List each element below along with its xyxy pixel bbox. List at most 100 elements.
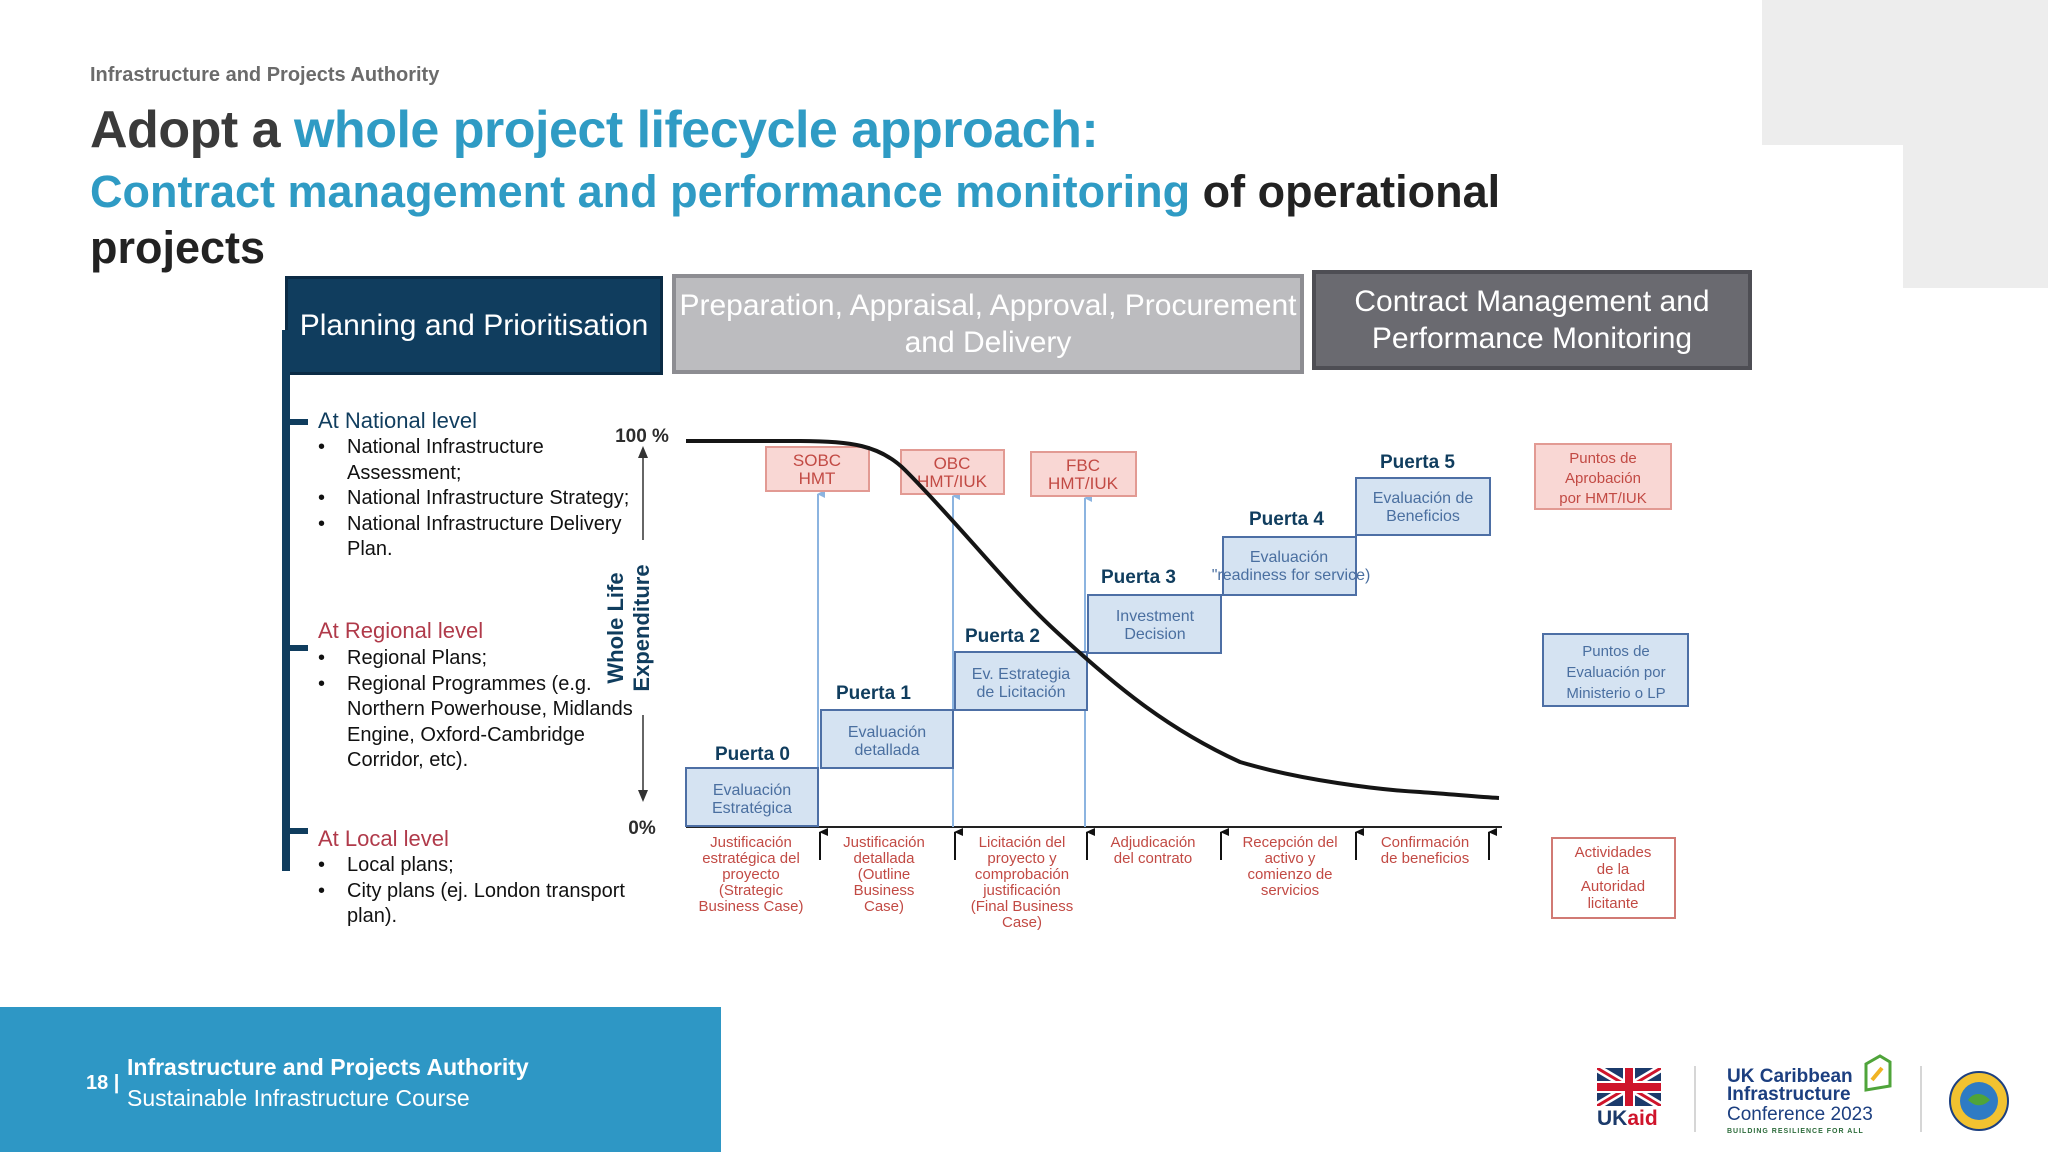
subtitle-part1: Contract management and performance moni… (90, 166, 1191, 217)
approval-box-fbc: FBC HMT/IUK (1030, 451, 1137, 497)
svg-text:OBC: OBC (934, 454, 971, 473)
svg-text:Evaluación de: Evaluación de (1373, 490, 1474, 507)
svg-text:HMT/IUK: HMT/IUK (917, 472, 988, 491)
gate-box-1: Evaluación detallada (820, 709, 954, 769)
subtitle-part2: of operational projects (90, 166, 1501, 273)
corner-decoration-step (1903, 145, 2048, 288)
svg-text:estratégica del: estratégica del (702, 850, 800, 867)
y-axis-title-line2: Expenditure (629, 564, 654, 691)
phase-preparation: Preparation, Appraisal, Approval, Procur… (672, 274, 1304, 374)
svg-text:Ministerio o LP: Ministerio o LP (1566, 685, 1665, 702)
title-part1: Adopt a (90, 101, 294, 159)
svg-text:de beneficios: de beneficios (1381, 850, 1469, 867)
svg-text:Actividades: Actividades (1575, 844, 1652, 861)
y-axis-top-label: 100 % (615, 426, 669, 447)
legend-authority-activities: Actividades de la Autoridad licitante (1551, 837, 1676, 919)
development-bank-seal-icon (1949, 1071, 2009, 1131)
y-axis-title-line1: Whole Life (603, 572, 628, 683)
activity-1: Justificación detallada (Outline Busines… (843, 834, 925, 915)
svg-text:Estratégica: Estratégica (712, 800, 792, 817)
svg-text:Puntos de: Puntos de (1582, 643, 1650, 660)
svg-text:SOBC: SOBC (793, 451, 841, 470)
svg-text:Beneficios: Beneficios (1386, 508, 1460, 525)
level-national-heading: At National level (318, 408, 477, 433)
corner-decoration (1762, 0, 2048, 145)
svg-text:Evaluación: Evaluación (848, 724, 926, 741)
svg-text:Adjudicación: Adjudicación (1110, 834, 1195, 851)
svg-text:Puntos de: Puntos de (1569, 450, 1637, 467)
svg-text:HMT/IUK: HMT/IUK (1048, 474, 1119, 493)
phase-planning: Planning and Prioritisation (285, 276, 663, 375)
gate-label-3: Puerta 3 (1101, 567, 1176, 588)
ukaid-logo: UKaid (1597, 1107, 1658, 1131)
ukaid-aid: aid (1627, 1107, 1658, 1130)
level-regional-heading: At Regional level (318, 618, 484, 643)
svg-text:(Final Business: (Final Business (971, 898, 1074, 915)
conference-ribbon-icon (1864, 1054, 1892, 1092)
approval-box-obc: OBC HMT/IUK (900, 449, 1005, 495)
logo-divider (1920, 1066, 1922, 1132)
svg-text:por HMT/IUK: por HMT/IUK (1559, 490, 1647, 507)
gate-label-1: Puerta 1 (836, 683, 911, 704)
svg-text:Evaluación: Evaluación (713, 782, 791, 799)
svg-text:comprobación: comprobación (975, 866, 1069, 883)
list-item: Regional Programmes (e.g. Northern Power… (318, 672, 637, 774)
footer-title: Infrastructure and Projects Authority (127, 1054, 529, 1080)
conference-line1: UK Caribbean (1727, 1066, 1853, 1087)
list-item: City plans (ej. London transport plan). (318, 879, 637, 930)
gate-box-4: Evaluación "readiness for service) (1212, 536, 1371, 596)
svg-text:activo y: activo y (1265, 850, 1316, 867)
svg-text:justificación: justificación (982, 882, 1061, 899)
gate-label-5: Puerta 5 (1380, 452, 1455, 473)
footer-subtitle: Sustainable Infrastructure Course (127, 1085, 470, 1111)
svg-text:detallada: detallada (855, 742, 920, 759)
activity-labels: Justificación estratégica del proyecto (… (698, 834, 1469, 931)
svg-text:detallada: detallada (854, 850, 916, 867)
gate-label-0: Puerta 0 (715, 744, 790, 765)
conference-tagline: BUILDING RESILIENCE FOR ALL (1727, 1128, 1864, 1135)
svg-text:(Outline: (Outline (858, 866, 911, 883)
svg-text:HMT: HMT (799, 469, 836, 488)
svg-text:Ev. Estrategia: Ev. Estrategia (972, 666, 1071, 683)
activity-2: Licitación del proyecto y comprobación j… (971, 834, 1074, 931)
bracket-tick (282, 645, 308, 651)
svg-text:Decision: Decision (1124, 626, 1185, 643)
uk-flag-icon (1597, 1068, 1661, 1106)
logo-divider (1694, 1066, 1696, 1132)
conference-line3: Conference 2023 (1727, 1104, 1873, 1125)
svg-text:Justificación: Justificación (710, 834, 792, 851)
level-local-heading: At Local level (318, 826, 449, 851)
svg-text:Investment: Investment (1116, 608, 1195, 625)
page-number: 18 | (86, 1072, 120, 1094)
gate-box-2: Ev. Estrategia de Licitación (954, 651, 1088, 711)
activity-5: Confirmación de beneficios (1381, 834, 1469, 867)
svg-text:Confirmación: Confirmación (1381, 834, 1469, 851)
svg-text:"readiness for service): "readiness for service) (1212, 567, 1371, 584)
svg-text:Licitación del: Licitación del (979, 834, 1066, 851)
level-regional-list: Regional Plans; Regional Programmes (e.g… (318, 646, 637, 774)
svg-text:Case): Case) (1002, 914, 1042, 931)
page-subtitle: Contract management and performance moni… (90, 164, 1650, 276)
list-item: National Infrastructure Assessment; (318, 435, 637, 486)
svg-text:Business Case): Business Case) (698, 898, 803, 915)
gate-box-0: Evaluación Estratégica (685, 767, 819, 827)
gate-label-2: Puerta 2 (965, 626, 1040, 647)
title-part2: whole project lifecycle approach: (293, 101, 1099, 159)
svg-text:Autoridad: Autoridad (1581, 878, 1645, 895)
legend-evaluation-points: Puntos de Evaluación por Ministerio o LP (1542, 633, 1689, 707)
gate-label-4: Puerta 4 (1249, 509, 1324, 530)
footer-band (0, 1007, 721, 1152)
header-org: Infrastructure and Projects Authority (90, 64, 440, 86)
svg-text:Evaluación por: Evaluación por (1566, 664, 1665, 681)
level-national-list: National Infrastructure Assessment; Nati… (318, 435, 637, 563)
page-title: Adopt a whole project lifecycle approach… (90, 100, 1099, 160)
gate-box-5: Evaluación de Beneficios (1355, 477, 1491, 536)
phase-contract-management: Contract Management and Performance Moni… (1312, 270, 1752, 370)
y-axis-arrowhead (638, 790, 648, 802)
list-item: National Infrastructure Strategy; (318, 486, 637, 512)
levels-bracket (282, 330, 290, 871)
svg-text:Evaluación: Evaluación (1250, 549, 1328, 566)
svg-text:servicios: servicios (1261, 882, 1319, 899)
list-item: Local plans; (318, 853, 637, 879)
